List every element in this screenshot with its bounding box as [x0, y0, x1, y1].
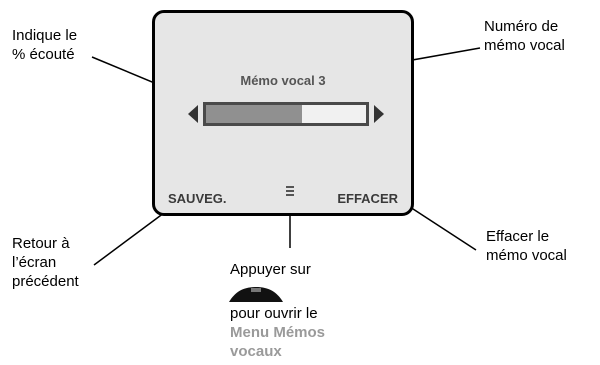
save-softkey[interactable]: SAUVEG. — [168, 191, 227, 206]
menu-name-line: vocaux — [230, 343, 282, 360]
menu-icon[interactable] — [286, 186, 294, 200]
callout-line: pour ouvrir le — [230, 305, 318, 322]
callout-line: l’écran — [12, 254, 57, 271]
callout-line: Appuyer sur — [230, 261, 311, 278]
callout-line: mémo vocal — [486, 247, 567, 264]
callout-delete: Effacer le mémo vocal — [486, 227, 567, 265]
callout-line: Effacer le — [486, 228, 550, 245]
callout-percent-listened: Indique le % écouté — [12, 26, 77, 64]
callout-line: Retour à — [12, 235, 70, 252]
callout-line: % écouté — [12, 46, 75, 63]
delete-softkey[interactable]: EFFACER — [337, 191, 398, 206]
callout-line: mémo vocal — [484, 37, 565, 54]
callout-line: précédent — [12, 273, 79, 290]
callout-press: Appuyer sur — [230, 260, 311, 279]
callout-open-menu: pour ouvrir le Menu Mémos vocaux — [230, 304, 325, 361]
callout-memo-number: Numéro de mémo vocal — [484, 17, 565, 55]
callout-back: Retour à l’écran précédent — [12, 234, 79, 291]
progress-bar — [203, 102, 369, 126]
memo-title: Mémo vocal 3 — [240, 73, 326, 88]
progress-fill — [206, 105, 302, 123]
navigation-key-icon — [229, 287, 283, 302]
callout-line: Numéro de — [484, 18, 559, 35]
right-arrow-icon[interactable] — [374, 105, 384, 123]
left-arrow-icon[interactable] — [188, 105, 198, 123]
callout-line: Indique le — [12, 27, 78, 44]
menu-name-line: Menu Mémos — [230, 324, 326, 341]
phone-screen: Mémo vocal 3 SAUVEG. EFFACER — [152, 10, 414, 216]
